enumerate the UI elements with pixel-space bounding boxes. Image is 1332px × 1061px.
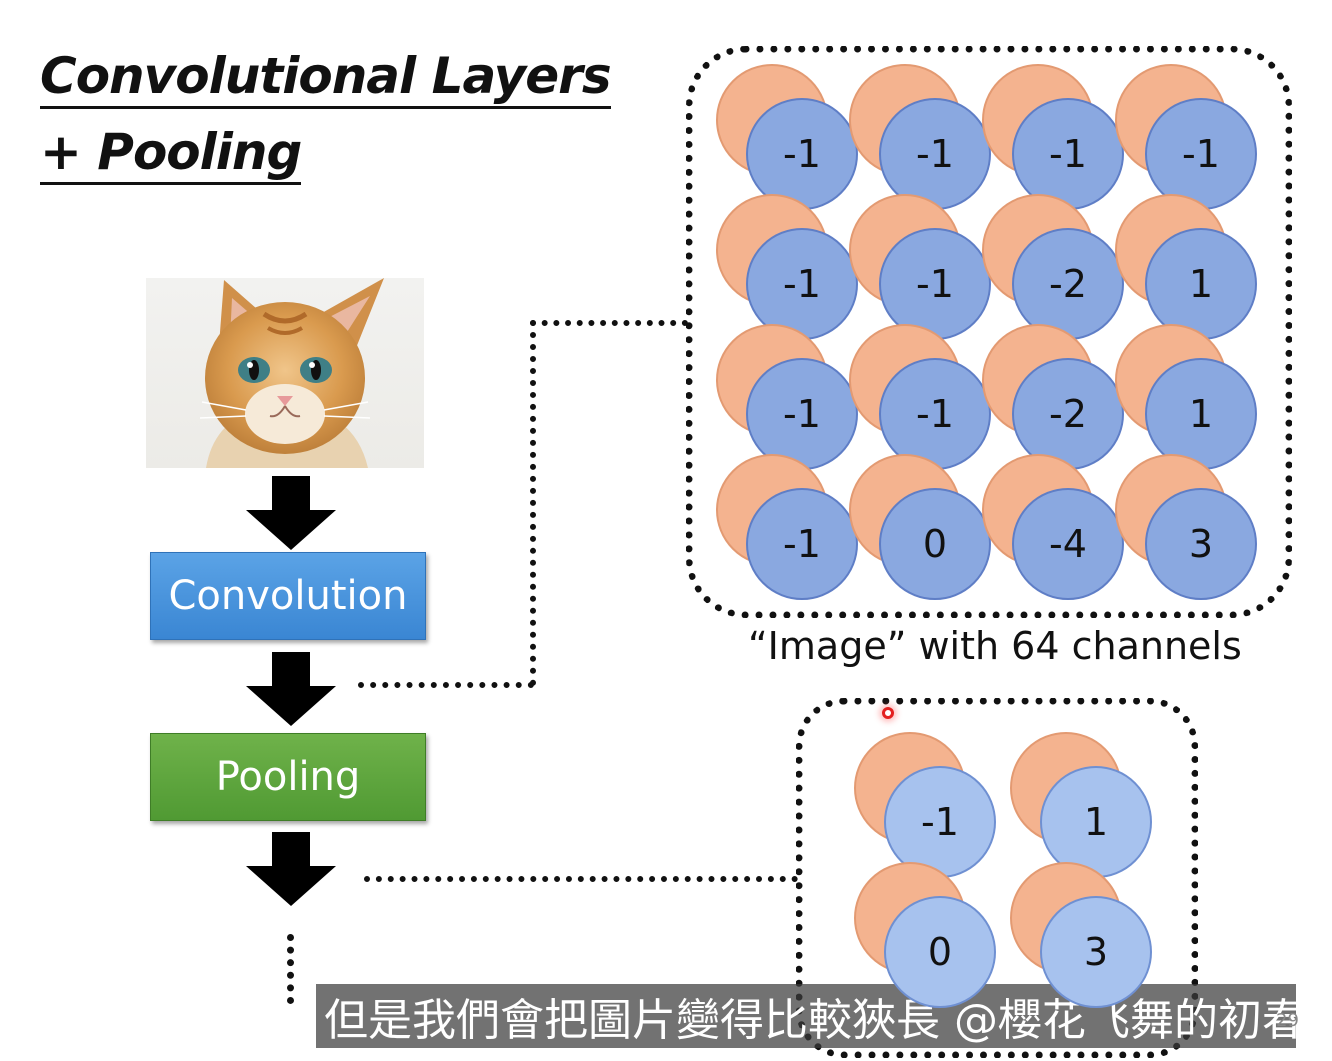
channel-neuron-value: 1 <box>1145 358 1257 470</box>
feature-map-caption: “Image” with 64 channels <box>748 624 1242 668</box>
channel-neuron-value: -1 <box>879 98 991 210</box>
channel-neuron-value: -1 <box>879 228 991 340</box>
channel-neuron-value: -1 <box>746 488 858 600</box>
channel-neuron-value: 0 <box>879 488 991 600</box>
connector-line <box>530 320 536 686</box>
convolution-layer-box: Convolution <box>150 552 426 640</box>
channel-neuron-value: -2 <box>1012 228 1124 340</box>
connector-line <box>364 876 798 882</box>
channel-neuron-value: -4 <box>1012 488 1124 600</box>
channel-neuron-value: 1 <box>1145 228 1257 340</box>
channel-neuron-value: 0 <box>884 896 996 1008</box>
channel-neuron-value: -1 <box>746 98 858 210</box>
pooling-layer-box: Pooling <box>150 733 426 821</box>
down-arrow-icon <box>246 652 336 726</box>
channel-neuron-value: 3 <box>1145 488 1257 600</box>
channel-neuron-value: -1 <box>1012 98 1124 210</box>
down-arrow-icon <box>246 832 336 906</box>
cat-image <box>146 278 424 468</box>
channel-neuron-value: -2 <box>1012 358 1124 470</box>
page-subtitle: + Pooling <box>40 123 302 185</box>
channel-neuron-value: -1 <box>1145 98 1257 210</box>
channel-neuron-value: -1 <box>884 766 996 878</box>
channel-neuron-value: 1 <box>1040 766 1152 878</box>
channel-neuron-value: -1 <box>746 228 858 340</box>
page-number: 29 <box>1276 1010 1299 1031</box>
cursor-pointer-icon <box>882 707 894 719</box>
channel-neuron-value: 3 <box>1040 896 1152 1008</box>
channel-neuron-value: -1 <box>879 358 991 470</box>
down-arrow-icon <box>246 476 336 550</box>
page-title: Convolutional Layers <box>40 47 612 109</box>
video-subtitle: 但是我們會把圖片變得比較狹長 @櫻花飞舞的初春 <box>316 984 1296 1048</box>
channel-neuron-value: -1 <box>746 358 858 470</box>
connector-line <box>358 682 534 688</box>
continuation-dots <box>287 934 294 1004</box>
pooled-map-panel <box>796 698 1198 1058</box>
connector-line <box>530 320 688 326</box>
feature-map-panel <box>686 46 1292 618</box>
